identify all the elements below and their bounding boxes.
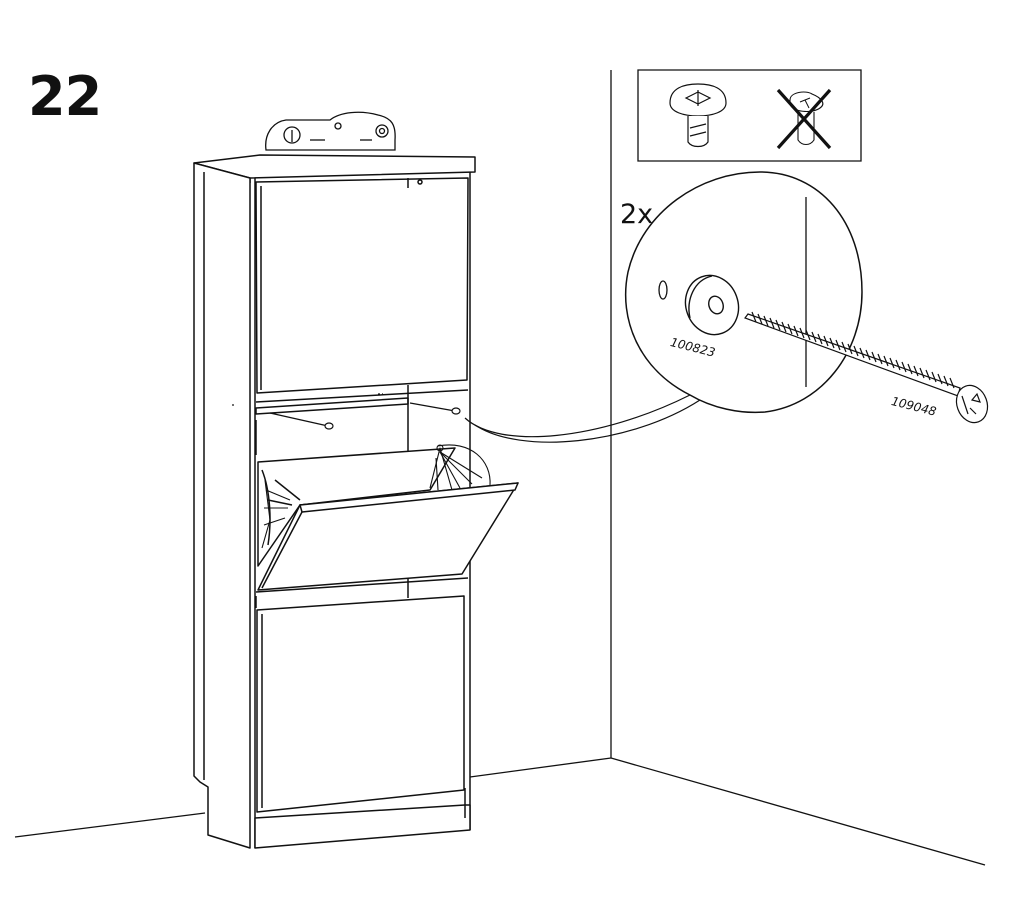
crossed-out-screw-icon bbox=[778, 90, 830, 148]
step-number: 22 bbox=[28, 65, 102, 128]
cabinet-side-panel bbox=[194, 163, 250, 848]
quantity-label: 2x bbox=[620, 199, 654, 230]
detail-circle bbox=[626, 172, 862, 412]
open-door-front-face bbox=[300, 483, 518, 512]
cabinet-plinth bbox=[255, 805, 470, 848]
floor-right-edge bbox=[611, 758, 985, 865]
screw-109048 bbox=[745, 312, 993, 427]
callout-leader bbox=[465, 395, 690, 437]
shoe-cabinet bbox=[194, 155, 518, 848]
phillips-screw-head-icon bbox=[670, 84, 726, 147]
screw-placement bbox=[232, 394, 700, 442]
drill-hole bbox=[659, 281, 667, 299]
washer-100823 bbox=[677, 268, 746, 342]
room-corner bbox=[15, 70, 985, 865]
bottom-compartment-door bbox=[257, 596, 464, 812]
wall-anchor-fitting bbox=[266, 112, 395, 150]
hinge-mechanism-left bbox=[262, 480, 290, 548]
top-compartment-door bbox=[256, 178, 468, 393]
shoe-rack-bin bbox=[258, 448, 455, 566]
floor-back-edge bbox=[470, 758, 611, 777]
screw-type-box bbox=[638, 70, 861, 161]
hinge-mechanism-right bbox=[430, 445, 490, 490]
floor-left-edge bbox=[15, 813, 205, 837]
detail-magnifier bbox=[626, 172, 993, 427]
